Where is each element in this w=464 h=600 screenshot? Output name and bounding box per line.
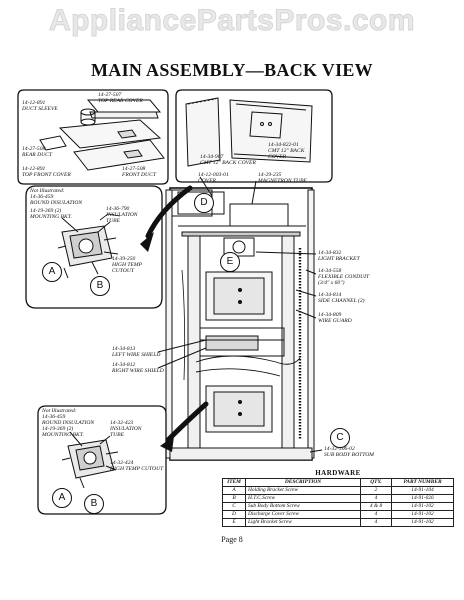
table-row: A Holding Bracket Screw 2 14-91-104: [222, 486, 454, 495]
hardware-title: HARDWARE: [315, 469, 361, 477]
cell-item: D: [222, 510, 246, 519]
cell-description: H.T.C.Screw: [245, 494, 361, 503]
table-row: D Discharge Cover Screw 4 14-91-102: [222, 510, 454, 519]
table-row: C Sub Body Bottom Screw 4 & 8 14-91-102: [222, 502, 454, 511]
cell-part-number: 14-91-026: [391, 494, 454, 503]
callout-a-2: A: [52, 488, 72, 508]
callout-b-2: B: [84, 494, 104, 514]
cell-description: Discharge Cover Screw: [245, 510, 361, 519]
table-row: B H.T.C.Screw 4 14-91-026: [222, 494, 454, 503]
hardware-header-item: ITEM: [222, 478, 246, 487]
callout-d: D: [194, 193, 214, 213]
cell-qty: 4: [360, 518, 392, 527]
cell-qty: 4: [360, 494, 392, 503]
table-row: E Light Bracket Screw 4 14-91-102: [222, 518, 454, 527]
hardware-header-part-number: PART NUMBER: [391, 478, 454, 487]
hardware-header-description: DESCRIPTION: [245, 478, 361, 487]
cell-part-number: 14-91-102: [391, 502, 454, 511]
cell-qty: 4 & 8: [360, 502, 392, 511]
cell-item: B: [222, 494, 246, 503]
cell-description: Holding Bracket Screw: [245, 486, 361, 495]
callout-b-1: B: [90, 276, 110, 296]
hardware-header-qty: QTY.: [360, 478, 392, 487]
cell-part-number: 14-91-102: [391, 510, 454, 519]
cell-description: Light Bracket Screw: [245, 518, 361, 527]
hardware-table: ITEM DESCRIPTION QTY. PART NUMBER A Hold…: [222, 478, 454, 527]
watermark: AppliancePartsPros.com: [48, 4, 416, 38]
cell-description: Sub Body Bottom Screw: [245, 502, 361, 511]
callout-e: E: [220, 252, 240, 272]
callout-a-1: A: [42, 262, 62, 282]
label-mounting-bkt-2: 14-19-369 (2)MOUNTING BKT.: [42, 426, 84, 438]
cell-item: E: [222, 518, 246, 527]
hardware-header-row: ITEM DESCRIPTION QTY. PART NUMBER: [222, 478, 454, 487]
label-mounting-bkt-1: 14-19-369 (2)MOUNTING BKT.: [30, 208, 72, 220]
page-title: MAIN ASSEMBLY—BACK VIEW: [91, 60, 373, 80]
cell-part-number: 14-91-102: [391, 518, 454, 527]
cell-item: A: [222, 486, 246, 495]
callout-c: C: [330, 428, 350, 448]
cell-qty: 4: [360, 510, 392, 519]
cell-item: C: [222, 502, 246, 511]
cell-part-number: 14-91-104: [391, 486, 454, 495]
cell-qty: 2: [360, 486, 392, 495]
page-number: Page 8: [221, 535, 243, 544]
